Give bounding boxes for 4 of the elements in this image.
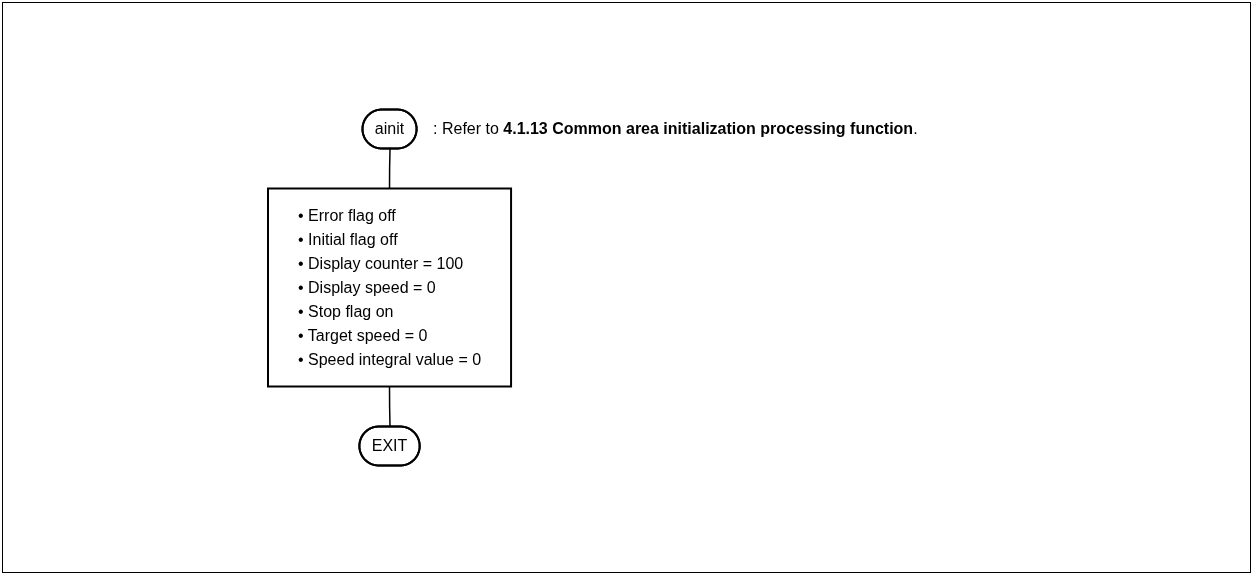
connector (389, 148, 392, 190)
node-box: • Error flag off • Initial flag off • Display counter = 100 • Display speed = 0 • Stop flag on • Target speed = 0 • Speed integral value = 0 (267, 187, 513, 388)
reference-note: : Refer to 4.1.13 Common area initialization processing function. (433, 120, 918, 138)
connector (389, 385, 392, 428)
